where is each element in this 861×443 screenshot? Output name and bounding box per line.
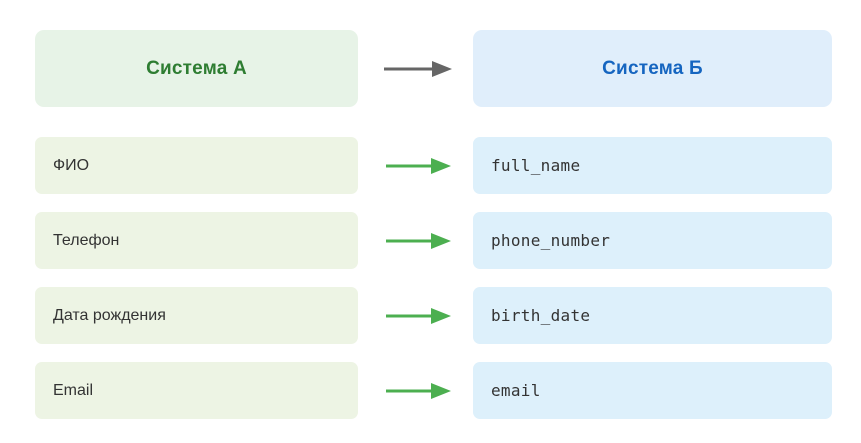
- mapping-row: Телефон phone_number: [0, 212, 861, 269]
- mapping-row: Дата рождения birth_date: [0, 287, 861, 344]
- arrow-right-icon: [386, 308, 451, 324]
- target-field-box[interactable]: email: [473, 362, 832, 419]
- target-field-label: full_name: [491, 155, 581, 175]
- arrow-right-icon: [386, 383, 451, 399]
- source-field-label: Дата рождения: [53, 306, 166, 324]
- target-system-header: Система Б: [473, 30, 832, 107]
- header-arrow-icon: [380, 57, 456, 81]
- source-system-title: Система А: [146, 57, 247, 79]
- source-field-label: Телефон: [53, 231, 120, 249]
- mapping-row: ФИО full_name: [0, 137, 861, 194]
- source-field-box[interactable]: ФИО: [35, 137, 358, 194]
- target-field-box[interactable]: phone_number: [473, 212, 832, 269]
- source-field-label: ФИО: [53, 156, 90, 174]
- arrow-right-icon: [384, 61, 452, 77]
- target-field-box[interactable]: full_name: [473, 137, 832, 194]
- source-field-box[interactable]: Телефон: [35, 212, 358, 269]
- arrow-right-icon: [386, 158, 451, 174]
- target-field-label: email: [491, 380, 541, 400]
- arrow-right-icon: [386, 233, 451, 249]
- target-field-box[interactable]: birth_date: [473, 287, 832, 344]
- mapping-arrow-icon: [380, 304, 456, 328]
- mapping-row: Email email: [0, 362, 861, 419]
- target-system-title: Система Б: [602, 57, 703, 79]
- mapping-arrow-icon: [380, 229, 456, 253]
- source-field-box[interactable]: Дата рождения: [35, 287, 358, 344]
- source-field-label: Email: [53, 381, 94, 399]
- diagram-header-row: Система А Система Б: [0, 30, 861, 107]
- mapping-arrow-icon: [380, 154, 456, 178]
- mapping-arrow-icon: [380, 379, 456, 403]
- target-field-label: phone_number: [491, 230, 611, 250]
- source-field-box[interactable]: Email: [35, 362, 358, 419]
- source-system-header: Система А: [35, 30, 358, 107]
- target-field-label: birth_date: [491, 305, 591, 325]
